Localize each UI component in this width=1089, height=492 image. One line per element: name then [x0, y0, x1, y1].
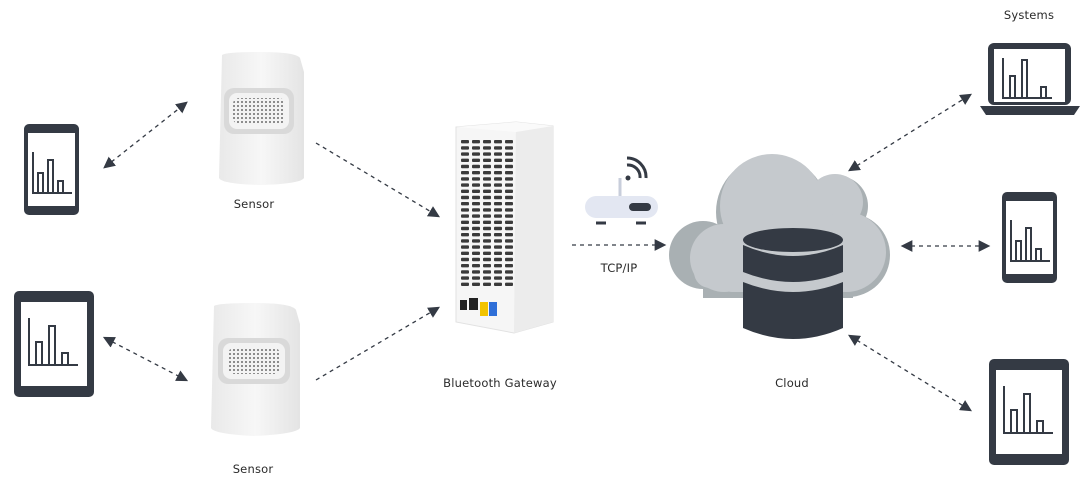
database-icon	[743, 228, 843, 339]
bar-chart-icon	[28, 318, 78, 366]
phone-device-right-middle	[1002, 192, 1057, 283]
systems-label: Systems	[1003, 8, 1055, 22]
arrow-phone-sensor-top	[103, 101, 188, 169]
cloud-label: Cloud	[775, 376, 809, 390]
tcpip-label: TCP/IP	[600, 261, 638, 275]
tablet-device-left-bottom	[14, 291, 94, 397]
arrow-cloud-tablet	[848, 334, 972, 412]
bar-chart-icon	[1002, 58, 1052, 99]
wifi-router-icon	[585, 156, 658, 225]
sensor-device-bottom	[211, 303, 300, 436]
arrow-sensor-bottom-gateway	[315, 306, 441, 381]
bar-chart-icon	[1010, 220, 1050, 262]
bar-chart-icon	[32, 152, 72, 194]
gateway-ports	[460, 298, 497, 316]
phone-device-left-top	[24, 124, 79, 215]
arrow-sensor-top-gateway	[315, 142, 441, 218]
cloud-database-icon	[669, 154, 890, 339]
sensor-top-label: Sensor	[233, 197, 275, 211]
sensor-bottom-label: Sensor	[232, 462, 274, 476]
arrow-tablet-sensor-bottom	[102, 336, 189, 382]
sensor-device-top	[219, 52, 304, 185]
gateway-label: Bluetooth Gateway	[443, 376, 557, 390]
arrow-cloud-laptop	[848, 93, 972, 172]
gateway-vent-grille	[461, 140, 513, 286]
laptop-device-right-top	[980, 43, 1080, 115]
bar-chart-icon	[1003, 386, 1053, 434]
tablet-device-right-bottom	[989, 359, 1069, 465]
bluetooth-gateway-device	[455, 121, 554, 334]
